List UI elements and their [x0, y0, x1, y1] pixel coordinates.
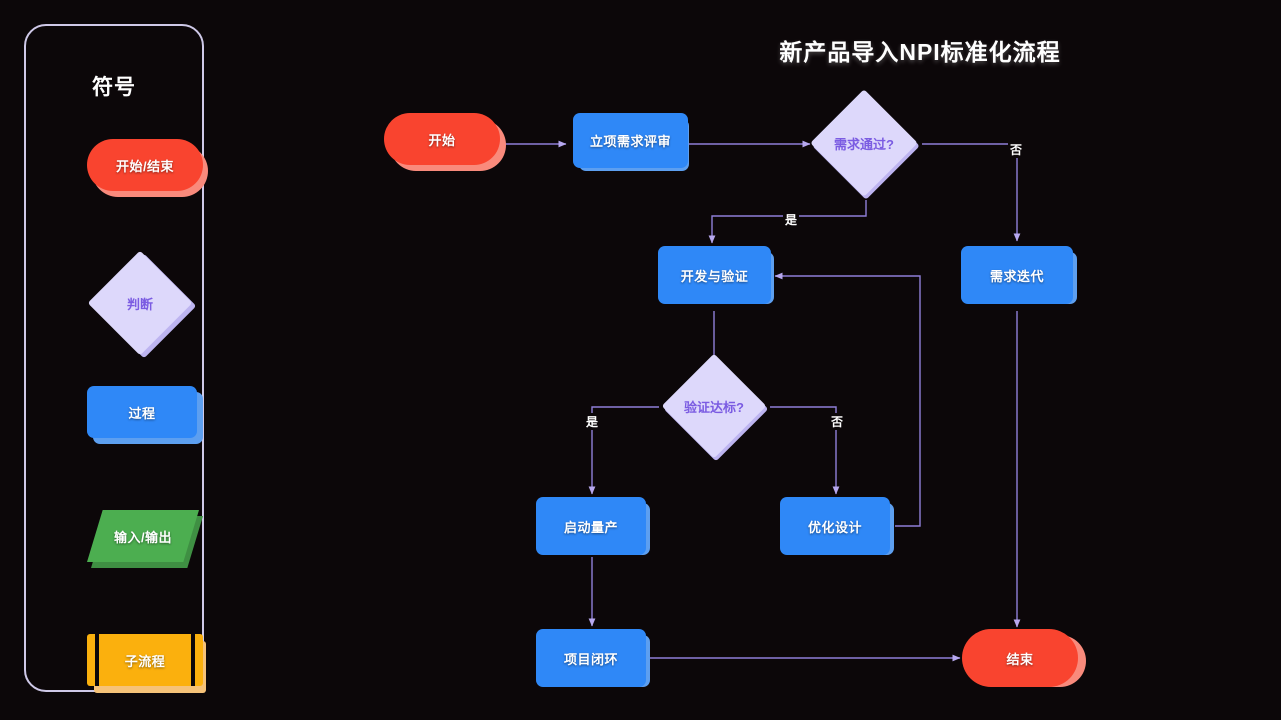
legend-item-subprocess[interactable]: 子流程	[26, 634, 206, 696]
edge-label-d1-yes: 是	[783, 211, 800, 228]
edge-label-d1-no: 否	[1008, 141, 1025, 158]
legend-label-io: 输入/输出	[113, 529, 173, 545]
subprocess-left-bar	[95, 634, 99, 686]
node-close-shape: 项目闭环	[536, 629, 646, 687]
node-d1-label: 需求通过?	[834, 136, 894, 152]
edge-d2-optim	[770, 406, 840, 495]
legend-item-process[interactable]: 过程	[26, 386, 206, 446]
terminator-shape: 开始/结束	[87, 139, 203, 191]
legend-label-terminator: 开始/结束	[115, 158, 175, 174]
edge-d2-mass	[588, 406, 659, 495]
subprocess-shape: 子流程	[87, 634, 203, 686]
legend-title: 符号	[92, 76, 136, 99]
process-shape: 过程	[87, 386, 197, 438]
page-title: 新产品导入NPI标准化流程	[779, 39, 1061, 65]
subprocess-right-bar	[191, 634, 195, 686]
node-review-shape: 立项需求评审	[573, 113, 688, 168]
edge-label-d2-yes: 是	[584, 413, 601, 430]
node-d2-shape-wrap: 验证达标?	[661, 353, 767, 459]
legend-label-decision: 判断	[126, 296, 153, 312]
node-start-label: 开始	[428, 132, 456, 148]
decision-shape-wrap: 判断	[87, 250, 193, 356]
legend-item-decision[interactable]: 判断	[26, 250, 206, 359]
node-optim-label: 优化设计	[807, 519, 862, 535]
node-review-label: 立项需求评审	[589, 134, 671, 149]
node-optim-shape: 优化设计	[780, 497, 890, 555]
node-iterate-shape: 需求迭代	[961, 246, 1073, 304]
legend-panel: 符号 开始/结束 判断 过程	[24, 24, 208, 693]
edge-label-d2-no: 否	[829, 413, 846, 430]
node-d1-shape-wrap: 需求通过?	[810, 89, 918, 197]
node-iterate-label: 需求迭代	[989, 268, 1044, 284]
edge-optim-dev	[774, 272, 921, 527]
legend-item-terminator[interactable]: 开始/结束	[26, 139, 208, 197]
node-end-label: 结束	[1006, 651, 1034, 667]
node-mass-shape: 启动量产	[536, 497, 646, 555]
node-dev-label: 开发与验证	[680, 268, 749, 284]
edge-d1-iterate	[922, 143, 1021, 242]
legend-label-process: 过程	[128, 405, 156, 421]
node-end-shape: 结束	[962, 629, 1078, 687]
node-close-label: 项目闭环	[563, 651, 618, 667]
legend-label-subprocess: 子流程	[124, 653, 166, 669]
node-dev-shape: 开发与验证	[658, 246, 771, 304]
node-start-shape: 开始	[384, 113, 500, 165]
node-mass-label: 启动量产	[563, 519, 618, 535]
legend-item-io[interactable]: 输入/输出	[26, 510, 206, 572]
node-d2-label: 验证达标?	[684, 399, 744, 415]
io-shape: 输入/输出	[87, 510, 199, 562]
